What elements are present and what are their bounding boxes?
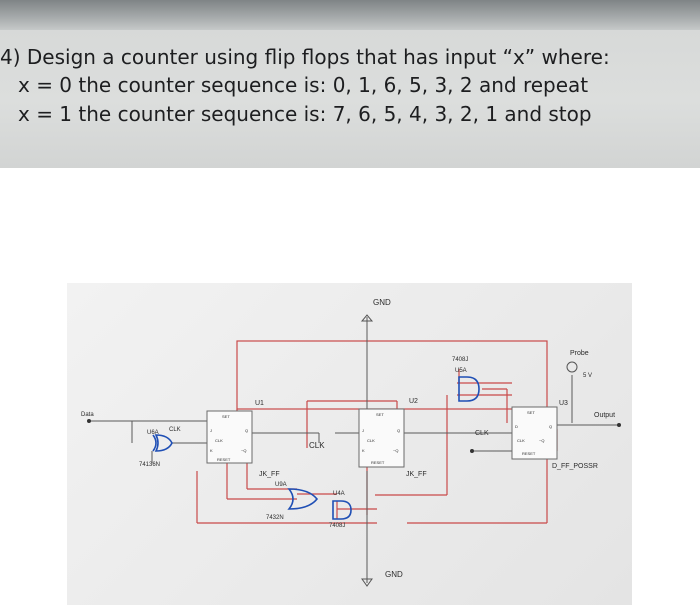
label-u1: U1 <box>255 400 264 407</box>
label-probe: Probe <box>570 350 589 357</box>
label-u2-type: JK_FF <box>406 471 427 478</box>
label-gnd-bottom: GND <box>385 570 403 579</box>
label-u6a: U6A <box>147 430 159 436</box>
pin-j-u2: J <box>362 428 364 433</box>
label-data: Data <box>81 412 94 418</box>
question-line-3: x = 1 the counter sequence is: 7, 6, 5, … <box>18 102 592 126</box>
chip-u2: SET J CLK K Q ~Q RESET <box>358 408 405 468</box>
pin-reset-u1: RESET <box>217 457 231 462</box>
top-edge-strip <box>0 0 700 30</box>
ground-bottom-icon <box>361 578 373 587</box>
label-u9a: U9A <box>275 482 287 488</box>
question-line-2: x = 0 the counter sequence is: 0, 1, 6, … <box>18 73 589 97</box>
label-probe-voltage: 5 V <box>583 373 592 379</box>
label-gnd-top: GND <box>373 298 391 307</box>
gate-u4a-and <box>332 500 352 520</box>
pin-reset-u2: RESET <box>371 460 385 465</box>
pin-nq-u3: ~Q <box>539 438 544 443</box>
io-dots <box>87 419 621 453</box>
label-u5a-part: 7408J <box>452 357 468 363</box>
label-u1-type: JK_FF <box>259 471 280 478</box>
signal-wires <box>89 317 619 583</box>
label-u9a-part: 7432N <box>266 515 284 521</box>
label-u2: U2 <box>409 398 418 405</box>
label-u6a-part: 74136N <box>139 462 160 468</box>
pin-nq-u1: ~Q <box>241 448 246 453</box>
label-clk-left: CLK <box>169 427 181 433</box>
pin-q-u1: Q <box>245 428 248 433</box>
label-u3: U3 <box>559 400 568 407</box>
label-u4a-part: 7408J <box>329 523 345 529</box>
ground-top-icon <box>360 314 374 322</box>
pin-q-u2: Q <box>397 428 400 433</box>
pin-q-u3: Q <box>549 424 552 429</box>
label-u3-type: D_FF_POSSR <box>552 463 598 470</box>
pin-d-u3: D <box>515 424 518 429</box>
pin-k-u1: K <box>210 448 213 453</box>
pin-set-u1: SET <box>222 414 230 419</box>
label-clk-right: CLK <box>475 430 489 437</box>
pin-set-u2: SET <box>376 412 384 417</box>
label-output: Output <box>594 412 615 419</box>
circuit-schematic: SET J CLK K Q ~Q RESET SET J CLK K Q ~Q … <box>81 298 621 587</box>
pin-k-u2: K <box>362 448 365 453</box>
label-u5a: U5A <box>455 368 467 374</box>
circuit-schematic-photo: SET J CLK K Q ~Q RESET SET J CLK K Q ~Q … <box>67 283 632 605</box>
gate-u9a-or <box>287 488 319 510</box>
pin-clk-u1: CLK <box>215 438 223 443</box>
pin-clk-u3: CLK <box>517 438 525 443</box>
gate-u6a-xor <box>152 434 173 452</box>
gate-u5a-and <box>458 376 480 402</box>
question-line-1: 4) Design a counter using flip flops tha… <box>0 45 610 69</box>
pin-nq-u2: ~Q <box>393 448 398 453</box>
pin-set-u3: SET <box>527 410 535 415</box>
pin-clk-u2: CLK <box>367 438 375 443</box>
probe-icon <box>566 361 578 373</box>
chip-u1: SET J CLK K Q ~Q RESET <box>206 410 253 464</box>
label-clk-mid: CLK <box>309 441 325 450</box>
pin-j-u1: J <box>210 428 212 433</box>
pin-reset-u3: RESET <box>522 451 536 456</box>
feedback-wires <box>196 340 558 524</box>
label-u4a: U4A <box>333 491 345 497</box>
chip-u3: SET D CLK Q ~Q RESET <box>511 406 558 460</box>
